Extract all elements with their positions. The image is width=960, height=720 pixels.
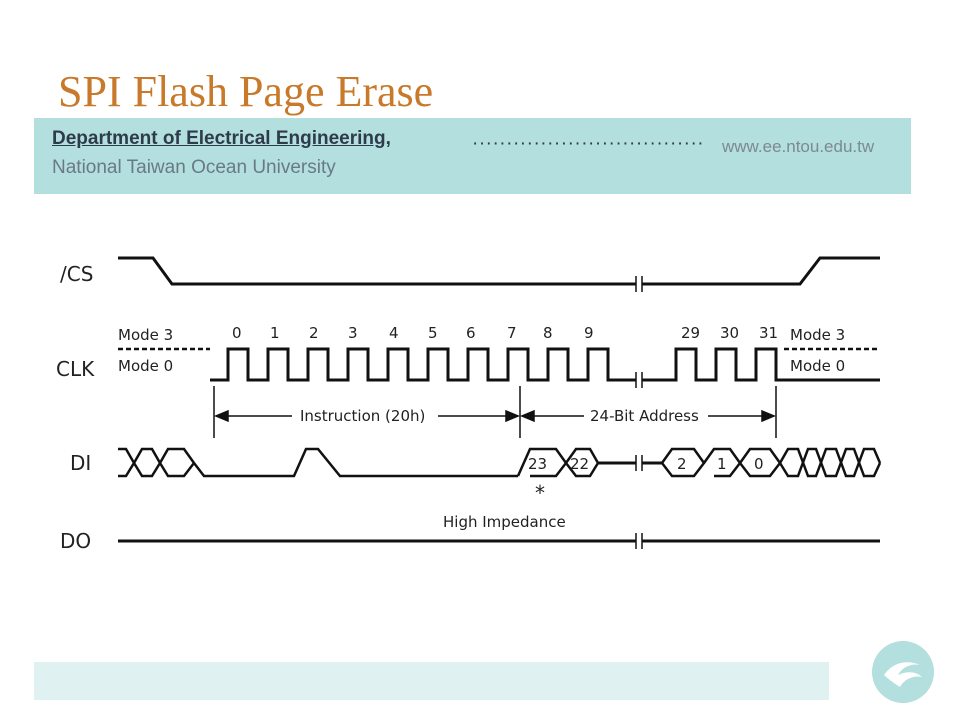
cs-waveform [118, 256, 880, 292]
timing-brackets [213, 386, 777, 438]
clock-number: 2 [309, 324, 319, 342]
di-bit-label: 0 [754, 455, 764, 473]
mode3-left-label: Mode 3 [118, 326, 173, 344]
instruction-label: Instruction (20h) [300, 407, 425, 425]
clock-number: 4 [389, 324, 399, 342]
clock-number: 3 [348, 324, 358, 342]
di-bit-label: 22 [570, 455, 589, 473]
university-name: National Taiwan Ocean University [52, 157, 336, 178]
clock-number: 1 [270, 324, 280, 342]
university-logo [872, 641, 934, 703]
clock-number: 5 [428, 324, 438, 342]
clock-numbers: 0 1 2 3 4 5 6 7 8 9 29 30 31 [232, 324, 778, 342]
address-label: 24-Bit Address [590, 407, 699, 425]
website-url: www.ee.ntou.edu.tw [722, 137, 875, 156]
clock-number: 6 [466, 324, 476, 342]
mode0-left-label: Mode 0 [118, 357, 173, 375]
signal-label-di: DI [70, 451, 91, 475]
clk-waveform [118, 347, 880, 388]
di-bit-label: 23 [528, 455, 547, 473]
clock-number: 29 [681, 324, 700, 342]
di-bit-label: 1 [717, 455, 727, 473]
mode0-right-label: Mode 0 [790, 357, 845, 375]
wave-logo-icon [884, 662, 922, 687]
do-waveform [118, 533, 880, 549]
di-waveform [118, 447, 882, 478]
header-banner [34, 118, 911, 194]
msb-asterisk: * [535, 481, 545, 505]
signal-label-cs: /CS [60, 262, 93, 286]
clock-number: 0 [232, 324, 242, 342]
high-impedance-label: High Impedance [443, 513, 566, 531]
dotted-leader: ·································· [472, 133, 705, 154]
di-bit-label: 2 [677, 455, 687, 473]
slide-title: SPI Flash Page Erase [58, 67, 434, 116]
signal-label-clk: CLK [56, 357, 95, 381]
clock-number: 30 [720, 324, 739, 342]
footer-bar [34, 662, 829, 700]
clock-number: 31 [759, 324, 778, 342]
clock-number: 7 [507, 324, 517, 342]
department-name: Department of Electrical Engineering, [52, 128, 391, 149]
mode3-right-label: Mode 3 [790, 326, 845, 344]
signal-label-do: DO [60, 529, 91, 553]
clock-number: 8 [543, 324, 553, 342]
clock-number: 9 [584, 324, 594, 342]
